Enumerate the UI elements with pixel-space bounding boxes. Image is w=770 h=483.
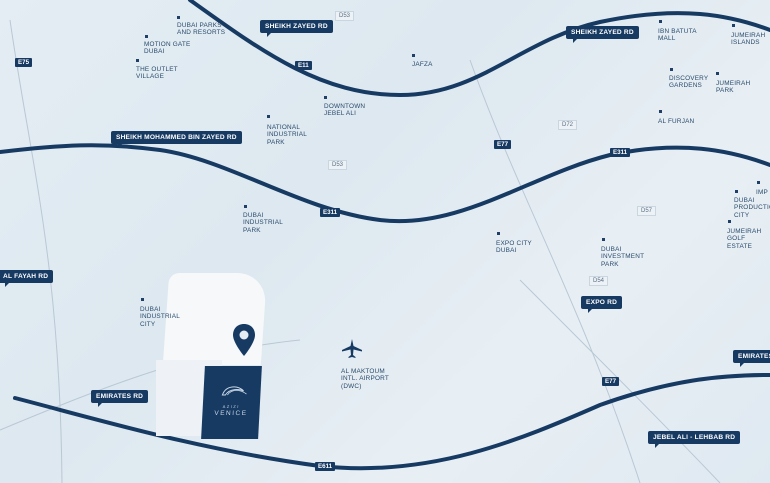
place-marker xyxy=(244,205,247,208)
minor-shield-d54: D54 xyxy=(589,276,609,286)
place-motion-gate: MOTION GATE DUBAI xyxy=(144,41,191,56)
shield-e75: E75 xyxy=(15,58,33,67)
road-tag-jebel-ali-lehbab[interactable]: JEBEL ALI - LEHBAB RD xyxy=(648,431,741,448)
shield-e11-north: E11 xyxy=(295,61,312,70)
place-dubai-investment-park: DUBAI INVESTMENT PARK xyxy=(601,246,645,268)
location-pin-icon[interactable] xyxy=(232,323,256,357)
place-outlet-village: THE OUTLET VILLAGE xyxy=(136,66,178,81)
shield-e77-south: E77 xyxy=(602,377,620,386)
road-tag-expo[interactable]: EXPO RD xyxy=(581,296,623,313)
venice-brand-name: VENICE xyxy=(214,410,248,417)
place-marker xyxy=(136,59,139,62)
place-dubai-industrial-park: DUBAI INDUSTRIAL PARK xyxy=(243,212,283,234)
minor-shield-d72: D72 xyxy=(558,120,578,130)
place-jumeirah-park: JUMEIRAH PARK xyxy=(716,80,751,95)
road-emirates xyxy=(13,373,770,471)
place-national-industrial-park: NATIONAL INDUSTRIAL PARK xyxy=(267,124,307,146)
place-al-maktoum-airport: AL MAKTOUM INTL. AIRPORT (DWC) xyxy=(341,368,389,390)
place-marker xyxy=(659,110,662,113)
project-venice-block[interactable]: AZIZI VENICE xyxy=(201,366,262,439)
place-marker xyxy=(267,115,270,118)
road-sheikh-zayed-north xyxy=(188,0,770,98)
place-imp: IMP xyxy=(756,189,768,196)
airport-plane-icon xyxy=(342,339,362,358)
road-tag-sheikh-zayed-east[interactable]: SHEIKH ZAYED RD xyxy=(566,26,639,43)
place-downtown-jebel-ali: DOWNTOWN JEBEL ALI xyxy=(324,103,366,118)
place-jumeirah-golf-estates: JUMEIRAH GOLF ESTATE xyxy=(727,228,762,250)
place-expo-city: EXPO CITY DUBAI xyxy=(496,240,532,255)
place-jafza: JAFZA xyxy=(412,61,433,68)
road-tag-emirates-west[interactable]: EMIRATES RD xyxy=(91,390,149,407)
shield-e77-north: E77 xyxy=(494,140,512,149)
place-dubai-production-city: DUBAI PRODUCTIO CITY xyxy=(734,197,770,219)
minor-shield-d53-top: D53 xyxy=(335,11,355,21)
place-al-furjan: AL FURJAN xyxy=(658,118,695,125)
place-discovery-gardens: DISCOVERY GARDENS xyxy=(669,75,709,90)
place-dubai-industrial-city: DUBAI INDUSTRIAL CITY xyxy=(140,306,180,328)
place-marker xyxy=(602,238,605,241)
place-marker xyxy=(141,298,144,301)
place-jumeirah-islands: JUMEIRAH ISLANDS xyxy=(731,32,766,47)
place-ibn-batuta: IBN BATUTA MALL xyxy=(658,28,697,43)
place-marker xyxy=(177,16,180,19)
venice-logo-icon xyxy=(221,386,247,396)
place-marker xyxy=(757,181,760,184)
road-tag-sheikh-zayed-north[interactable]: SHEIKH ZAYED RD xyxy=(260,20,333,37)
minor-shield-d57: D57 xyxy=(637,206,657,216)
place-marker xyxy=(670,68,673,71)
shield-e611: E611 xyxy=(315,462,336,471)
place-marker xyxy=(145,35,148,38)
road-tag-sheikh-mohammed-bin-zayed[interactable]: SHEIKH MOHAMMED BIN ZAYED RD xyxy=(111,131,242,148)
place-dubai-parks: DUBAI PARKS AND RESORTS xyxy=(177,22,226,37)
place-marker xyxy=(497,232,500,235)
place-marker xyxy=(412,54,415,57)
place-marker xyxy=(716,72,719,75)
place-marker xyxy=(324,96,327,99)
venice-brand-small: AZIZI xyxy=(222,404,241,409)
place-marker xyxy=(728,220,731,223)
place-marker xyxy=(659,20,662,23)
place-marker xyxy=(732,24,735,27)
place-marker xyxy=(735,190,738,193)
minor-shield-d53-mid: D53 xyxy=(328,160,348,170)
shield-e311-middle: E311 xyxy=(320,208,341,217)
road-tag-al-fayah[interactable]: AL FAYAH RD xyxy=(0,270,54,287)
road-tag-emirates-east[interactable]: EMIRATES xyxy=(733,350,770,367)
shield-e311-east: E311 xyxy=(610,148,631,157)
